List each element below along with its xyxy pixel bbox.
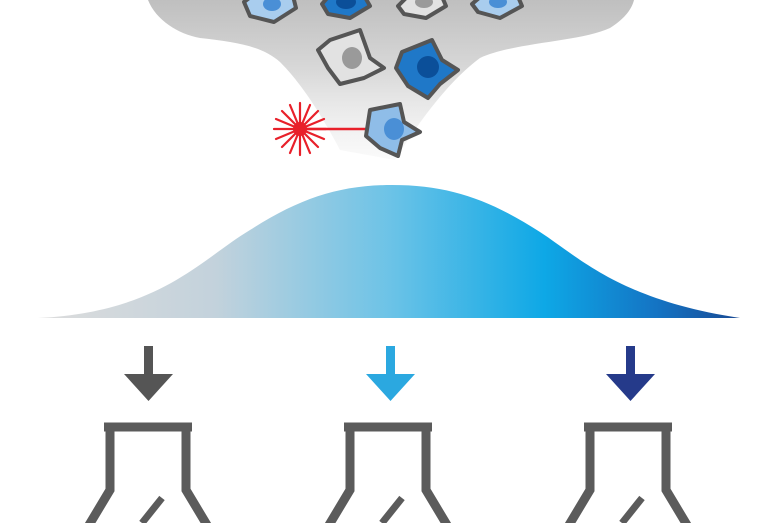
cell-middle-gray — [316, 28, 386, 86]
fluid-stream — [148, 0, 634, 160]
arrow-down-dark-blue-icon — [606, 346, 655, 401]
cell-middle-blue — [394, 38, 460, 100]
arrow-down-light-blue-icon — [366, 346, 415, 401]
cell-top-3 — [396, 0, 448, 20]
fluorescence-distribution-curve — [38, 185, 740, 318]
cell-top-4 — [470, 0, 524, 20]
collection-tube-left — [84, 422, 212, 523]
cell-top-2 — [320, 0, 372, 20]
collection-tube-right — [564, 422, 692, 523]
cell-top-1 — [242, 0, 298, 24]
collection-tube-middle — [324, 422, 452, 523]
cell-lasered — [364, 102, 422, 158]
arrow-down-gray-icon — [124, 346, 173, 401]
